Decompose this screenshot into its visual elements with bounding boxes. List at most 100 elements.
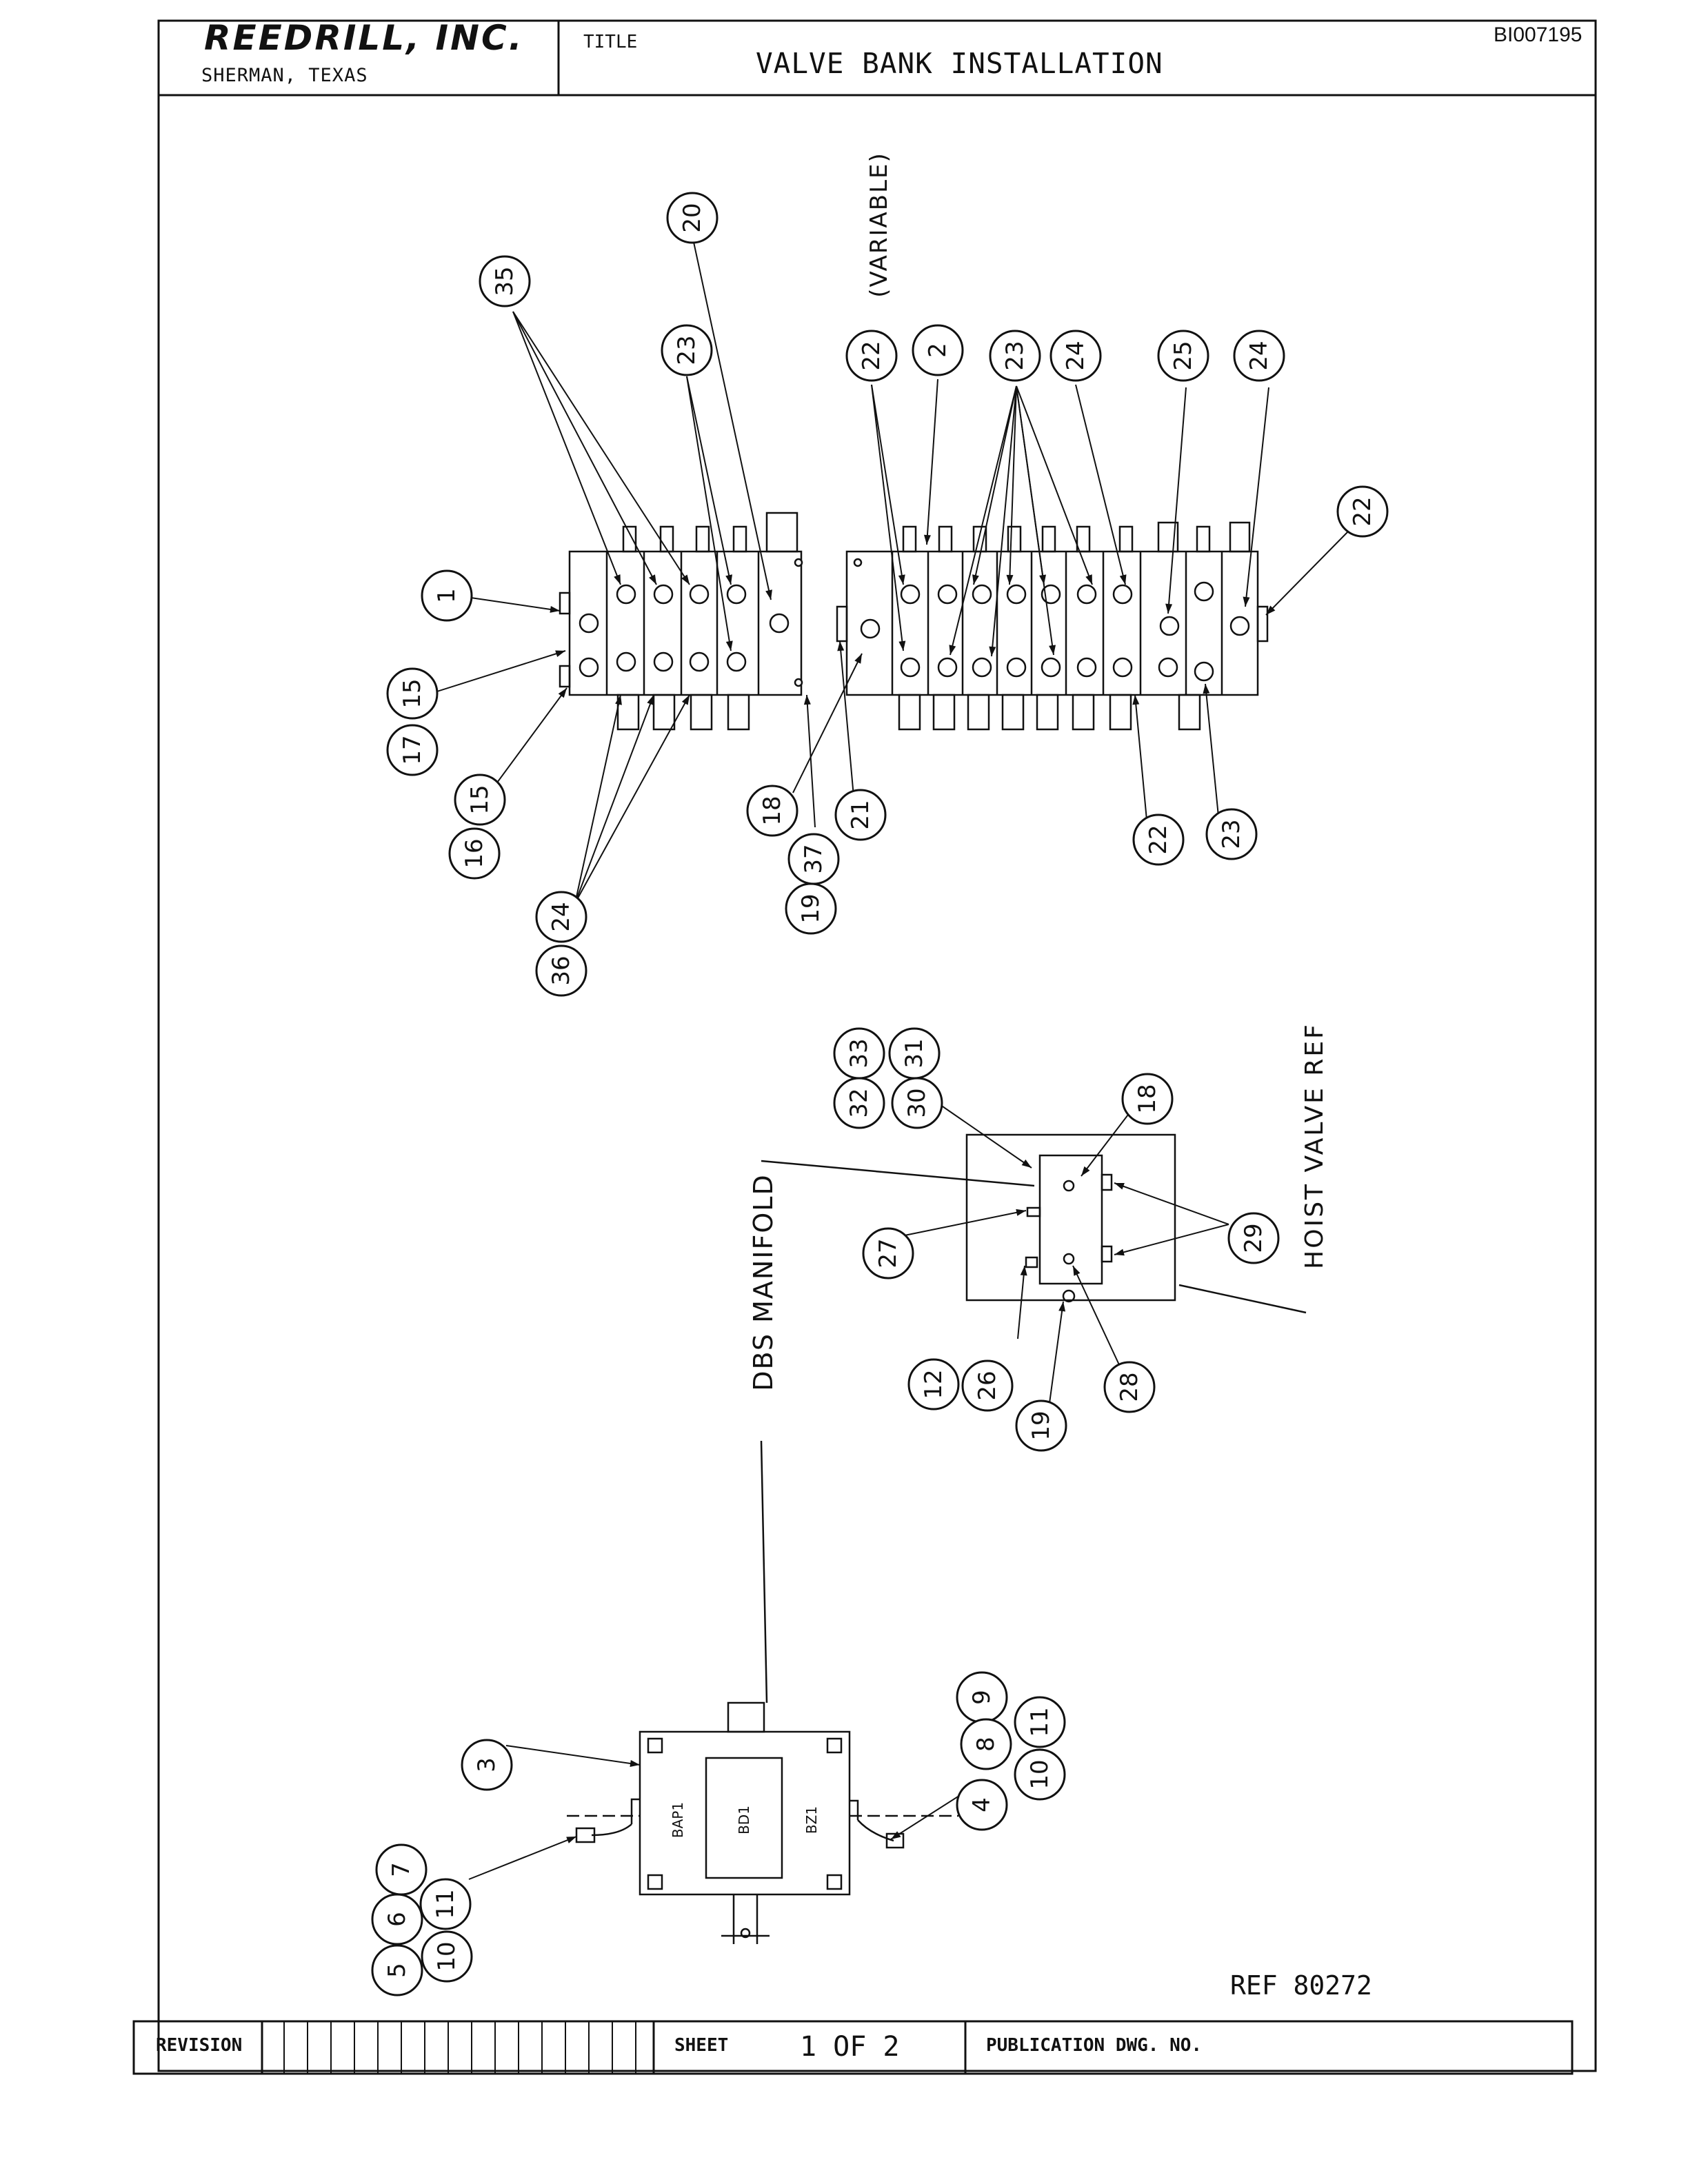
callout-number: 4: [968, 1797, 996, 1812]
callout-number: 20: [679, 203, 706, 232]
hoist-valve-block: [965, 1133, 1176, 1303]
callout-bubble: 9: [956, 1671, 1008, 1723]
port-label-bd1: BD1: [736, 1806, 752, 1834]
callout-bubble: 36: [535, 944, 587, 997]
callout-bubble: 32: [833, 1077, 885, 1129]
callout-number: 26: [974, 1371, 1001, 1400]
callout-number: 10: [1026, 1759, 1054, 1789]
callout-number: 15: [466, 785, 494, 814]
callout-bubble: 11: [1014, 1696, 1066, 1748]
callout-bubble: 22: [1336, 485, 1389, 538]
callout-number: 10: [433, 1941, 461, 1971]
callout-number: 23: [673, 335, 701, 365]
callout-number: 1: [433, 588, 461, 603]
callout-bubble: 16: [448, 827, 501, 880]
callout-bubble: 17: [386, 724, 439, 776]
callout-bubble: 27: [862, 1227, 914, 1280]
callout-bubble: 22: [1132, 813, 1185, 866]
callout-number: 31: [901, 1038, 928, 1068]
hoist-valve-ref-label: HOIST VALVE REF: [1300, 1022, 1329, 1269]
valve-bank-left: [559, 512, 803, 731]
callout-bubble: 29: [1227, 1212, 1280, 1264]
dbs-manifold-label: DBS MANIFOLD: [748, 1173, 778, 1391]
callout-number: 2: [924, 343, 952, 358]
callout-number: 6: [383, 1912, 411, 1927]
revision-cells: [283, 2021, 636, 2074]
callout-bubble: 7: [375, 1843, 428, 1896]
callout-number: 16: [461, 838, 488, 868]
callout-number: 21: [847, 800, 874, 829]
callout-bubble: 25: [1157, 330, 1209, 382]
company-location: SHERMAN, TEXAS: [201, 65, 368, 86]
callout-bubble: 21: [834, 789, 887, 841]
callout-bubble: 23: [1205, 808, 1258, 860]
callout-number: 24: [1062, 341, 1089, 370]
drawing-title: VALVE BANK INSTALLATION: [756, 47, 1163, 80]
callout-number: 17: [399, 735, 426, 765]
callout-bubble: 19: [1015, 1399, 1067, 1452]
callout-number: 24: [547, 902, 575, 931]
callout-bubble: 12: [907, 1358, 960, 1410]
callout-bubble: 28: [1103, 1361, 1156, 1413]
callout-bubble: 24: [1233, 330, 1285, 382]
callout-number: 19: [797, 893, 825, 923]
callout-bubble: 6: [371, 1893, 423, 1945]
lower-manifold: [567, 1701, 958, 1944]
callout-number: 12: [920, 1369, 947, 1399]
callout-bubble: 4: [956, 1779, 1008, 1831]
callout-number: 11: [432, 1889, 459, 1919]
callout-number: 8: [972, 1737, 1000, 1752]
callout-bubble: 20: [666, 192, 719, 244]
callout-number: 29: [1240, 1223, 1267, 1253]
callout-number: 11: [1026, 1707, 1054, 1737]
document-id: BI007195: [1494, 23, 1582, 46]
callout-bubble: 8: [960, 1718, 1012, 1770]
valve-ports: [579, 558, 1250, 687]
callout-bubble: 26: [961, 1359, 1014, 1412]
port-label-bz1: BZ1: [803, 1806, 820, 1834]
callout-leaders: [425, 235, 1349, 1880]
callout-number: 35: [491, 266, 519, 296]
callout-number: 23: [1001, 341, 1029, 370]
callout-bubble: 15: [454, 774, 506, 826]
callout-number: 22: [1349, 496, 1376, 526]
callout-bubble: 23: [989, 330, 1041, 382]
callout-number: 32: [845, 1088, 873, 1118]
annotation-leaders: [760, 1160, 1307, 1703]
callout-bubble: 19: [785, 882, 837, 935]
callout-number: 3: [473, 1757, 501, 1772]
callout-number: 33: [845, 1038, 873, 1068]
callout-number: 28: [1116, 1372, 1143, 1402]
callout-bubble: 11: [419, 1878, 472, 1930]
sheet-value: 1 OF 2: [800, 2031, 900, 2063]
manifold-port-labels: BAP1 BD1 BZ1: [670, 1802, 820, 1838]
callout-number: 19: [1027, 1410, 1055, 1440]
valve-bank-right: [836, 521, 1269, 731]
annotations: (VARIABLE) DBS MANIFOLD HOIST VALVE REF: [748, 152, 1329, 1391]
callout-bubble: 24: [535, 891, 587, 943]
company-name: REEDRILL, INC.: [204, 18, 524, 58]
sheet-label: SHEET: [674, 2035, 729, 2056]
callout-number: 36: [547, 956, 575, 985]
callout-number: 5: [383, 1963, 411, 1978]
title-label: TITLE: [583, 32, 638, 52]
revision-label: REVISION: [156, 2035, 243, 2056]
callout-bubble: 33: [833, 1027, 885, 1080]
callout-bubble: 18: [1121, 1073, 1174, 1125]
callout-bubble: 5: [371, 1944, 423, 1996]
reference-number: REF 80272: [1230, 1970, 1372, 2001]
callout-bubble: 2: [912, 324, 964, 376]
callout-bubble: 18: [746, 785, 798, 837]
callout-number: 22: [858, 341, 885, 370]
callout-number: 23: [1218, 819, 1245, 849]
drawing-frame: [132, 19, 1597, 2075]
callout-number: 18: [1134, 1084, 1161, 1113]
callout-bubble: 10: [1014, 1748, 1066, 1801]
callout-bubble: 37: [787, 833, 840, 885]
callout-bubble: 30: [891, 1077, 943, 1129]
callout-number: 27: [874, 1238, 902, 1268]
callout-bubble: 35: [479, 255, 531, 307]
callout-number: 22: [1145, 825, 1172, 854]
